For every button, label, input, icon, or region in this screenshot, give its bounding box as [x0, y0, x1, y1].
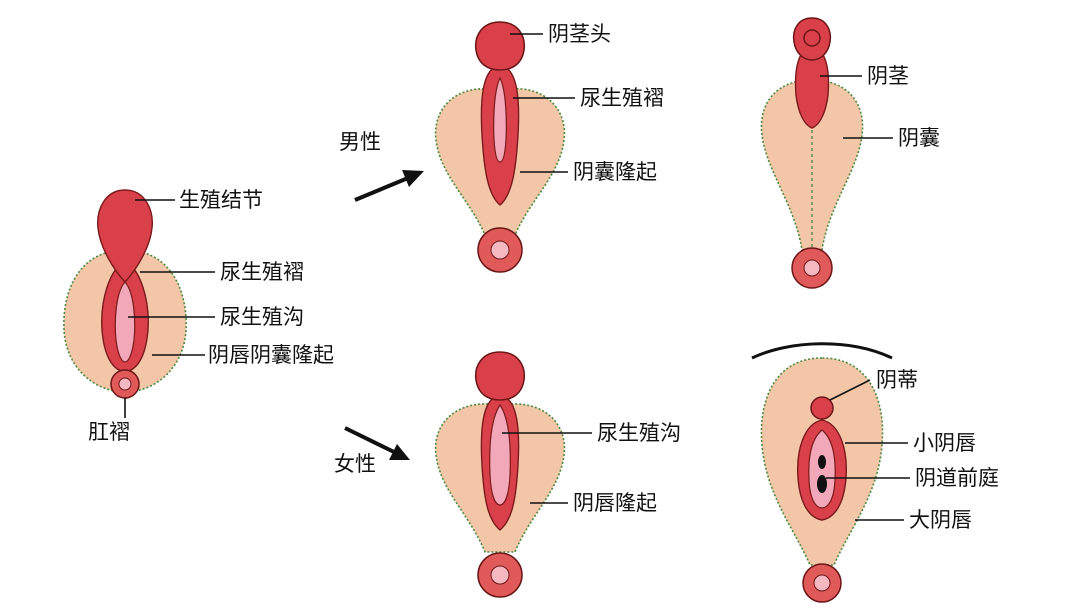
label-labia-majora: 大阴唇	[909, 508, 972, 532]
urethral-opening	[818, 455, 826, 469]
label-female-urogenital-groove: 尿生殖沟	[597, 421, 681, 445]
label-urogenital-groove: 尿生殖沟	[220, 305, 304, 329]
female-arrow	[344, 426, 410, 460]
mons-line	[751, 342, 893, 360]
label-vestibule: 阴道前庭	[915, 466, 999, 490]
male-anus-inner	[490, 240, 510, 260]
label-scrotum: 阴囊	[898, 126, 940, 150]
female-final-figure	[751, 342, 893, 603]
label-scrotal-swelling: 阴囊隆起	[573, 160, 657, 184]
male-stage-figure	[434, 21, 566, 273]
label-labial-swelling: 阴唇隆起	[573, 491, 657, 515]
label-genital-tubercle: 生殖结节	[179, 188, 263, 212]
female-tubercle-shape	[474, 351, 526, 401]
female-final-leaders	[826, 379, 910, 521]
female-groove-shape	[489, 403, 511, 506]
penis-shape	[794, 47, 830, 129]
female-stage-leaders	[502, 432, 592, 504]
male-final-figure	[760, 17, 864, 289]
label-male-urogenital-fold: 尿生殖褶	[580, 86, 664, 110]
label-labioscrotal-swelling: 阴唇阴囊隆起	[208, 343, 334, 367]
male-arrow	[354, 170, 424, 202]
label-male-direction: 男性	[339, 130, 381, 154]
label-anal-fold: 肛褶	[88, 420, 130, 444]
glans-penis-shape	[474, 21, 526, 71]
clitoris-shape	[810, 396, 834, 420]
label-glans-penis: 阴茎头	[548, 22, 611, 46]
male-final-leaders	[820, 75, 893, 139]
urogenital-groove-shape	[114, 281, 136, 363]
male-groove-shape	[493, 76, 507, 163]
male-stage-leaders	[510, 33, 575, 173]
female-final-anus-inner	[813, 574, 831, 592]
female-stage-figure	[434, 351, 566, 598]
male-final-anus-inner	[803, 259, 821, 277]
label-urogenital-fold: 尿生殖褶	[220, 260, 304, 284]
scrotum-shape	[760, 79, 864, 251]
anus-shape	[118, 377, 132, 391]
indifferent-leaders	[124, 199, 215, 418]
vaginal-opening	[817, 475, 827, 493]
label-penis: 阴茎	[867, 64, 909, 88]
genital-tubercle-shape	[97, 189, 153, 284]
female-anus-inner	[490, 565, 510, 585]
label-female-direction: 女性	[334, 452, 376, 476]
label-clitoris: 阴蒂	[876, 368, 918, 392]
label-labia-minora: 小阴唇	[913, 431, 976, 455]
penis-glans-shape	[792, 17, 832, 61]
indifferent-stage-figure	[63, 189, 187, 399]
